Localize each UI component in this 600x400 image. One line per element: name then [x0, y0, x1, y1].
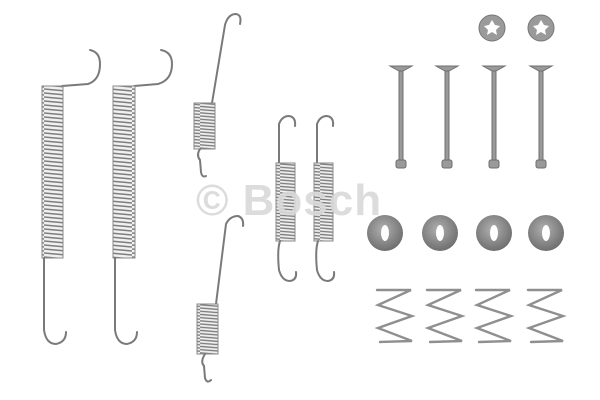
short-spring-1: [275, 114, 298, 283]
watermark: © Bosch: [196, 176, 382, 226]
cup-washers: [367, 215, 564, 251]
hold-down-pins: [388, 65, 554, 169]
copyright-symbol: ©: [196, 176, 230, 225]
star-lock-washers: [478, 14, 555, 42]
long-spring-1: [41, 49, 102, 346]
compression-springs: [374, 288, 567, 344]
watermark-text: Bosch: [242, 176, 383, 225]
medium-spring-2: [196, 214, 245, 383]
short-spring-2: [313, 114, 336, 283]
medium-spring-1: [193, 12, 242, 178]
long-spring-2: [112, 49, 174, 346]
